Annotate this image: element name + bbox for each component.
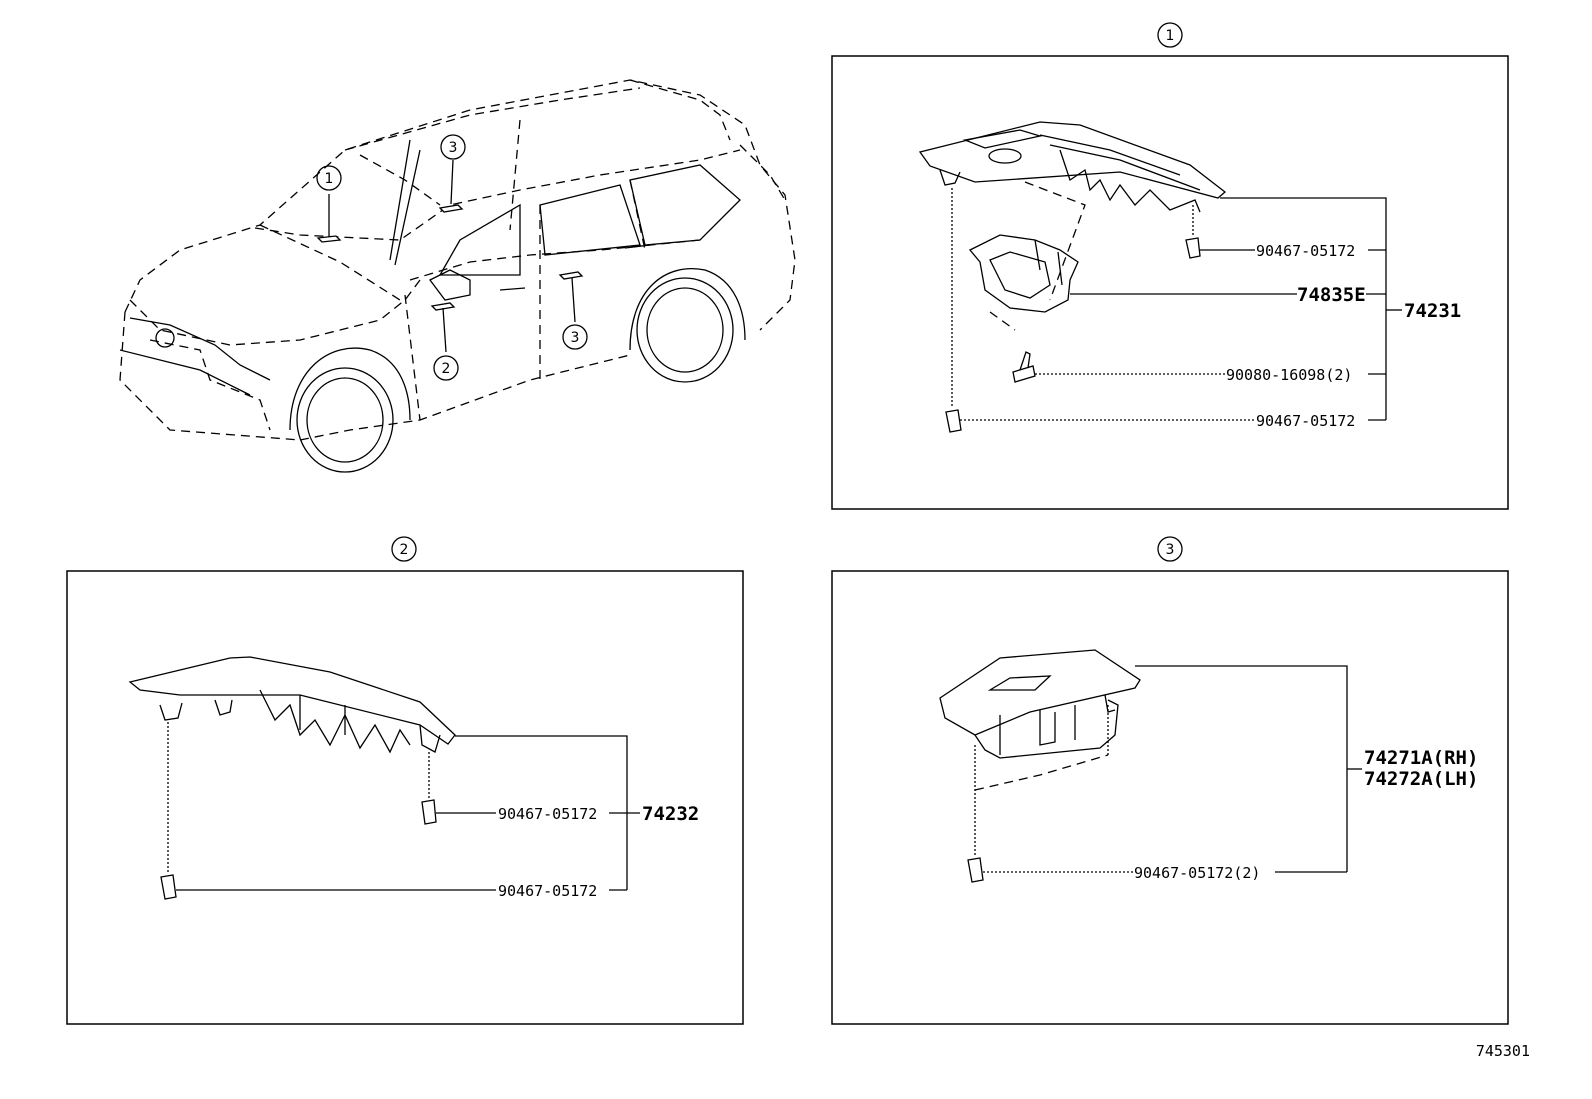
panel-3-clip: [967, 857, 984, 883]
panel-1-clip-top-label: 90467-05172: [1256, 242, 1355, 260]
panel-1-clip-bottom: [945, 409, 962, 433]
panel-2-assembly-label: 74232: [642, 803, 699, 825]
panel-2-clip-top-label: 90467-05172: [498, 805, 597, 823]
svg-text:1: 1: [1166, 28, 1175, 44]
panel-1-screw-label: 90080-16098(2): [1226, 366, 1352, 384]
panel-3-frame: [831, 570, 1509, 1025]
car-callout-1: 1: [316, 165, 342, 191]
panel-3-rh-label: 74271A(RH): [1364, 747, 1478, 769]
panel-2-switch-base: [128, 656, 456, 754]
panel-1-clip-bottom-label: 90467-05172: [1256, 412, 1355, 430]
svg-text:2: 2: [400, 542, 409, 558]
panel-3-switch-base: [939, 649, 1141, 759]
figure-code: 745301: [1476, 1042, 1530, 1060]
panel-2-frame: [66, 570, 744, 1025]
panel-2-callout: 2: [391, 536, 417, 562]
panel-1-switch-base: [918, 121, 1227, 213]
svg-text:2: 2: [442, 361, 451, 377]
car-callout-3-front: 3: [440, 134, 466, 160]
car-callout-2: 2: [433, 355, 459, 381]
panel-3-clip-label: 90467-05172(2): [1134, 864, 1260, 882]
panel-1-assembly-label: 74231: [1404, 300, 1461, 322]
panel-1-screw: [1012, 351, 1036, 383]
car-callout-3-rear: 3: [562, 324, 588, 350]
panel-3-lh-label: 74272A(LH): [1364, 768, 1478, 790]
svg-text:3: 3: [1166, 542, 1175, 558]
panel-1-frame: [831, 55, 1509, 510]
panel-2-clip-bottom-label: 90467-05172: [498, 882, 597, 900]
panel-3-callout: 3: [1157, 536, 1183, 562]
svg-text:3: 3: [449, 140, 458, 156]
panel-1-clip-top: [1185, 237, 1201, 259]
panel-1-callout: 1: [1157, 22, 1183, 48]
panel-1-sub-bracket-label: 74835E: [1297, 284, 1366, 306]
panel-1-sub-bracket: [968, 234, 1079, 313]
svg-text:1: 1: [325, 171, 334, 187]
panel-2-clip-bottom: [160, 874, 177, 900]
panel-2-clip-top: [421, 799, 437, 825]
vehicle-illustration: 1 3 2 3: [119, 79, 796, 473]
svg-text:3: 3: [571, 330, 580, 346]
